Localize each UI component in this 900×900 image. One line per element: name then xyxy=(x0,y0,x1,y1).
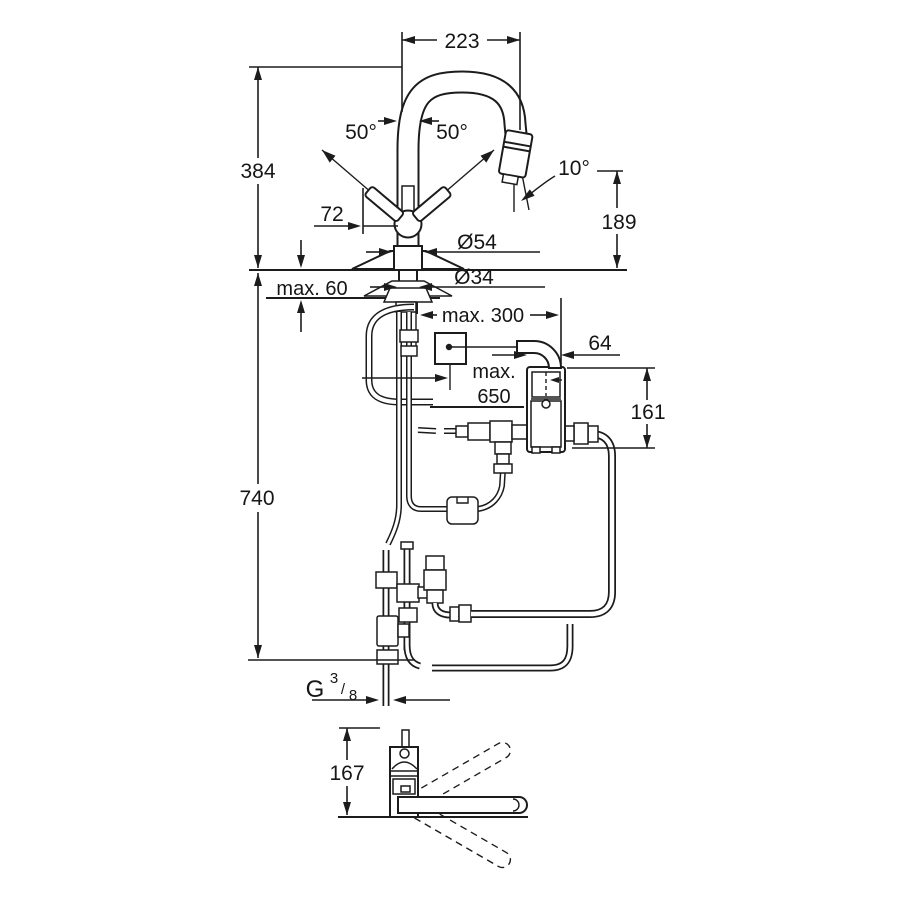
left-tee-branch xyxy=(397,623,410,638)
spray-hose-b-fill xyxy=(477,469,505,511)
thread-numerator-label: 3 xyxy=(330,670,338,687)
dim-shank-diameter-label: Ø34 xyxy=(454,266,494,289)
thread-g-label: G xyxy=(306,676,325,703)
hose-weight-notch xyxy=(456,497,469,504)
bundle-connector-2 xyxy=(400,345,418,357)
dim-spout-reach: 223 xyxy=(401,30,521,130)
handle-lever-left xyxy=(364,186,404,222)
dim-spray-angle-label: 10° xyxy=(558,157,590,180)
dim-below-deck: 740 xyxy=(239,273,415,661)
swivel-arrow-right xyxy=(480,150,494,163)
thread-denominator-label: 8 xyxy=(349,687,357,704)
dim-outlet-height-label: 189 xyxy=(601,211,636,234)
spout-dashed-up xyxy=(400,741,512,815)
dim-spout-reach-label: 223 xyxy=(444,30,479,53)
dim-cable-length-label-1: max. xyxy=(472,361,515,383)
dim-swivel-left-label: 50° xyxy=(345,121,377,144)
bundle-connector-1 xyxy=(399,329,419,343)
plan-spout-solid xyxy=(397,796,528,814)
plan-dome xyxy=(391,761,418,770)
dim-spout-plan-height: 167 xyxy=(329,727,380,815)
dim-cable-length-label-2: 650 xyxy=(477,386,510,408)
box-screw xyxy=(541,399,551,409)
mounting-nut xyxy=(382,287,434,303)
left-pipe-tee xyxy=(376,615,399,647)
lower-hose-b xyxy=(432,624,574,672)
spout-tube-fill xyxy=(398,72,526,270)
dim-spout-plan-height-label: 167 xyxy=(329,762,364,785)
mid-pipe-cap xyxy=(400,541,414,550)
plan-pull-knob xyxy=(399,748,410,759)
dim-thread: G 3 / 8 xyxy=(306,670,450,704)
spray-head xyxy=(498,129,534,186)
dim-below-deck-label: 740 xyxy=(239,487,274,510)
thread-slash-label: / xyxy=(341,681,346,698)
control-box xyxy=(526,366,566,454)
dim-height-above-deck: 384 xyxy=(240,66,402,268)
sensor-plug-dot xyxy=(445,343,453,351)
box-right-conn-2 xyxy=(573,422,589,445)
dim-base-diameter: Ø54 xyxy=(366,231,540,256)
dim-box-height-label: 161 xyxy=(630,401,665,424)
dim-spray-angle: 10° xyxy=(521,157,623,201)
box-right-conn-3 xyxy=(564,425,575,442)
plan-inner-detail xyxy=(400,785,411,793)
dim-hose-to-box: max. 300 xyxy=(420,298,562,364)
box-return-hose xyxy=(471,430,616,618)
hose-loop-fill xyxy=(367,305,433,404)
box-right-conn-1 xyxy=(587,425,599,443)
handle-lever-right xyxy=(412,186,452,222)
dim-lever-label: 72 xyxy=(320,203,343,226)
swivel-plan-view xyxy=(338,729,528,869)
dim-shank-diameter: Ø34 xyxy=(370,266,545,291)
under-counter-assembly xyxy=(363,270,616,706)
dim-height-label: 384 xyxy=(240,160,275,183)
dim-cable-length: max. 650 xyxy=(362,361,516,408)
loop-coupling-2 xyxy=(458,604,472,623)
lower-hose-b-fill xyxy=(432,624,572,670)
mid-pipe-tee xyxy=(396,583,420,603)
valve-elbow-fill xyxy=(433,602,452,617)
left-pipe-nut-2 xyxy=(376,649,399,665)
check-valve xyxy=(423,555,447,604)
mid-pipe-nut xyxy=(398,607,418,623)
left-pipe-nut xyxy=(375,571,398,589)
box-return-hose-fill xyxy=(471,431,615,617)
base-cylinder xyxy=(393,245,423,271)
dim-base-diameter-label: Ø54 xyxy=(457,231,497,254)
dim-deck-thickness-label: max. 60 xyxy=(276,278,347,300)
dim-hose-to-box-label: max. 300 xyxy=(442,305,524,327)
dim-outlet-height: 189 xyxy=(601,171,637,268)
supply-hose-fill xyxy=(386,312,401,545)
hose-weight xyxy=(446,496,479,525)
dim-lever-projection: 72 xyxy=(314,188,398,234)
spout-dashed-down xyxy=(400,795,512,869)
dim-box-offset-label: 64 xyxy=(588,332,612,355)
dim-swivel-arrows xyxy=(378,117,439,125)
loop-coupling-1 xyxy=(449,606,460,622)
faucet-side-view xyxy=(321,70,534,271)
plan-aerator xyxy=(512,798,520,812)
dim-swivel-right-label: 50° xyxy=(436,121,468,144)
spray-hose-a-fill xyxy=(407,312,447,511)
tee-coupling-chain xyxy=(455,420,528,474)
tee-stub-1f xyxy=(417,428,437,433)
dim-box-height: 161 xyxy=(567,367,666,449)
cable-bend xyxy=(516,340,563,369)
swivel-arrow-left xyxy=(322,150,336,163)
dim-box-offset: 64 xyxy=(492,332,620,359)
dim-deck-thickness: max. 60 xyxy=(276,240,348,332)
plan-pin xyxy=(401,729,410,748)
